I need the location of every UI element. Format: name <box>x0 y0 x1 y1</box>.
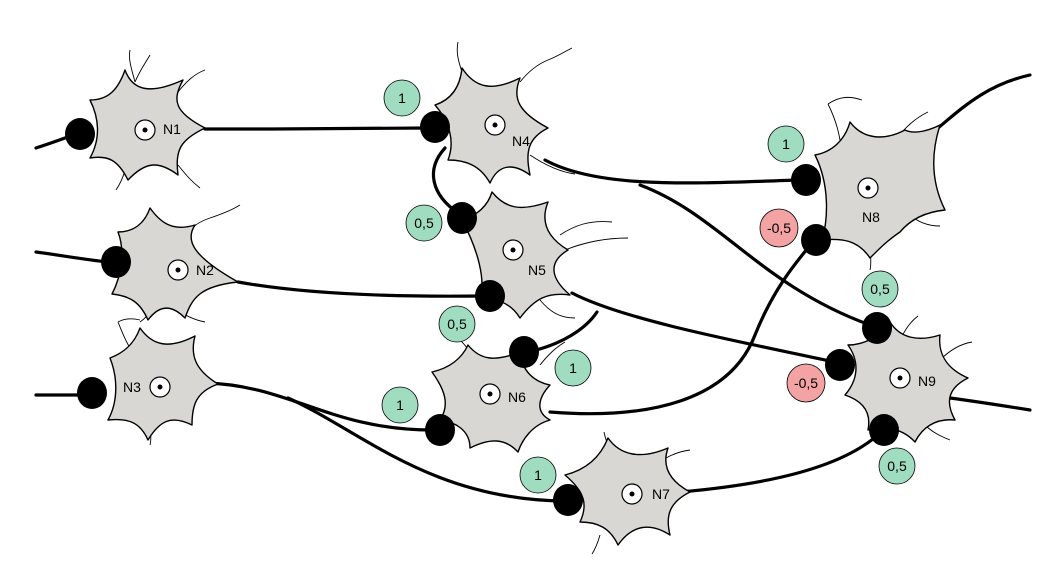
synapse-input-n1 <box>65 118 95 150</box>
weight-badge-n1-n4: 1 <box>383 79 421 117</box>
weight-badge-n6-n8: -0,5 <box>759 208 799 248</box>
weight-label: 0,5 <box>870 281 890 297</box>
neuron-n1-label: N1 <box>163 121 181 137</box>
synapses <box>65 111 899 516</box>
neuron-n7-label: N7 <box>652 486 670 502</box>
weight-label: -0,5 <box>767 220 791 236</box>
neuron-n5-label: N5 <box>528 262 546 278</box>
axon-n4-n9 <box>638 183 872 327</box>
output-axon-n8 <box>936 73 1032 130</box>
neuron-n6: N6 <box>431 344 551 453</box>
axon-n2-n5 <box>236 280 484 298</box>
neuron-n8-label: N8 <box>862 209 880 225</box>
weight-badge-n4-n9: 0,5 <box>861 270 899 308</box>
weight-badge-n2-n5: 0,5 <box>438 305 476 343</box>
weight-badge-n5-n6: 1 <box>554 349 592 387</box>
weight-label: 1 <box>396 397 404 413</box>
axon-n4-n8 <box>543 158 802 185</box>
neuron-n8: N8 <box>814 121 946 259</box>
neuron-n9: N9 <box>844 321 969 443</box>
neuron-n2: N2 <box>111 207 239 321</box>
weight-circle <box>381 386 419 424</box>
neuron-n9-label: N9 <box>918 373 936 389</box>
axon-n3-n6 <box>203 381 434 432</box>
neuron-n7: N7 <box>564 437 691 546</box>
weight-badge-n4-n5: 0,5 <box>405 204 443 242</box>
synapse-input-n3 <box>77 377 107 409</box>
synapse-n5-n6 <box>509 336 539 368</box>
synapse-input-n2 <box>101 246 131 278</box>
input-axon-n2 <box>34 250 110 264</box>
neuron-n4: N4 <box>434 67 549 184</box>
output-axon-n9 <box>948 396 1032 412</box>
axon-n5-n9 <box>570 291 837 364</box>
synapse-n7-n9 <box>869 414 899 446</box>
weight-circle <box>878 447 916 485</box>
synapse-n3-n6 <box>425 414 455 446</box>
axon-n7-n9 <box>678 431 882 494</box>
weight-badge-n4-n8: 1 <box>767 125 805 163</box>
weight-circle <box>861 270 899 308</box>
axon-n3-n7 <box>286 396 567 503</box>
synapse-n4-n9 <box>862 312 892 344</box>
weight-circle <box>554 349 592 387</box>
weight-label: 0,5 <box>447 316 467 332</box>
weight-label: -0,5 <box>794 375 818 391</box>
weight-label: 0,5 <box>414 215 434 231</box>
weights: 1 0,5 0,5 1 1 1 1 -0,5 <box>381 79 916 494</box>
synapse-n2-n5 <box>475 280 505 312</box>
weight-badge-n7-n9: 0,5 <box>878 447 916 485</box>
weight-label: 1 <box>782 136 790 152</box>
weight-circle <box>405 204 443 242</box>
weight-badge-n3-n7: 1 <box>519 456 557 494</box>
synapse-n5-n9 <box>825 349 855 381</box>
weight-badge-n3-n6: 1 <box>381 386 419 424</box>
axon-n1-n4 <box>203 126 430 131</box>
weight-label: 1 <box>398 90 406 106</box>
neuron-n3: N3 <box>107 327 219 441</box>
synapse-n6-n8 <box>801 224 831 256</box>
neuron-n3-label: N3 <box>123 379 141 395</box>
axon-n6-n8 <box>548 241 814 416</box>
weight-badge-n5-n9: -0,5 <box>786 363 826 403</box>
neuron-n1: N1 <box>89 69 206 181</box>
weight-circle <box>438 305 476 343</box>
synapse-n1-n4 <box>420 111 450 143</box>
synapse-n4-n8 <box>791 164 821 196</box>
neuron-n4-label: N4 <box>512 133 530 149</box>
dendrites <box>115 41 973 555</box>
neuron-n2-label: N2 <box>196 262 214 278</box>
weight-label: 0,5 <box>887 458 907 474</box>
weight-circle <box>786 363 826 403</box>
neuron-n6-label: N6 <box>508 389 526 405</box>
synapse-n4-n5 <box>447 202 477 234</box>
weight-label: 1 <box>534 467 542 483</box>
axons <box>34 73 1032 503</box>
weight-label: 1 <box>569 360 577 376</box>
weight-circle <box>759 208 799 248</box>
neuron-n8-soma <box>814 121 946 259</box>
weight-circle <box>767 125 805 163</box>
weight-circle <box>519 456 557 494</box>
synapse-n3-n7 <box>553 484 583 516</box>
axon-n5-n6 <box>526 310 599 354</box>
weight-circle <box>383 79 421 117</box>
